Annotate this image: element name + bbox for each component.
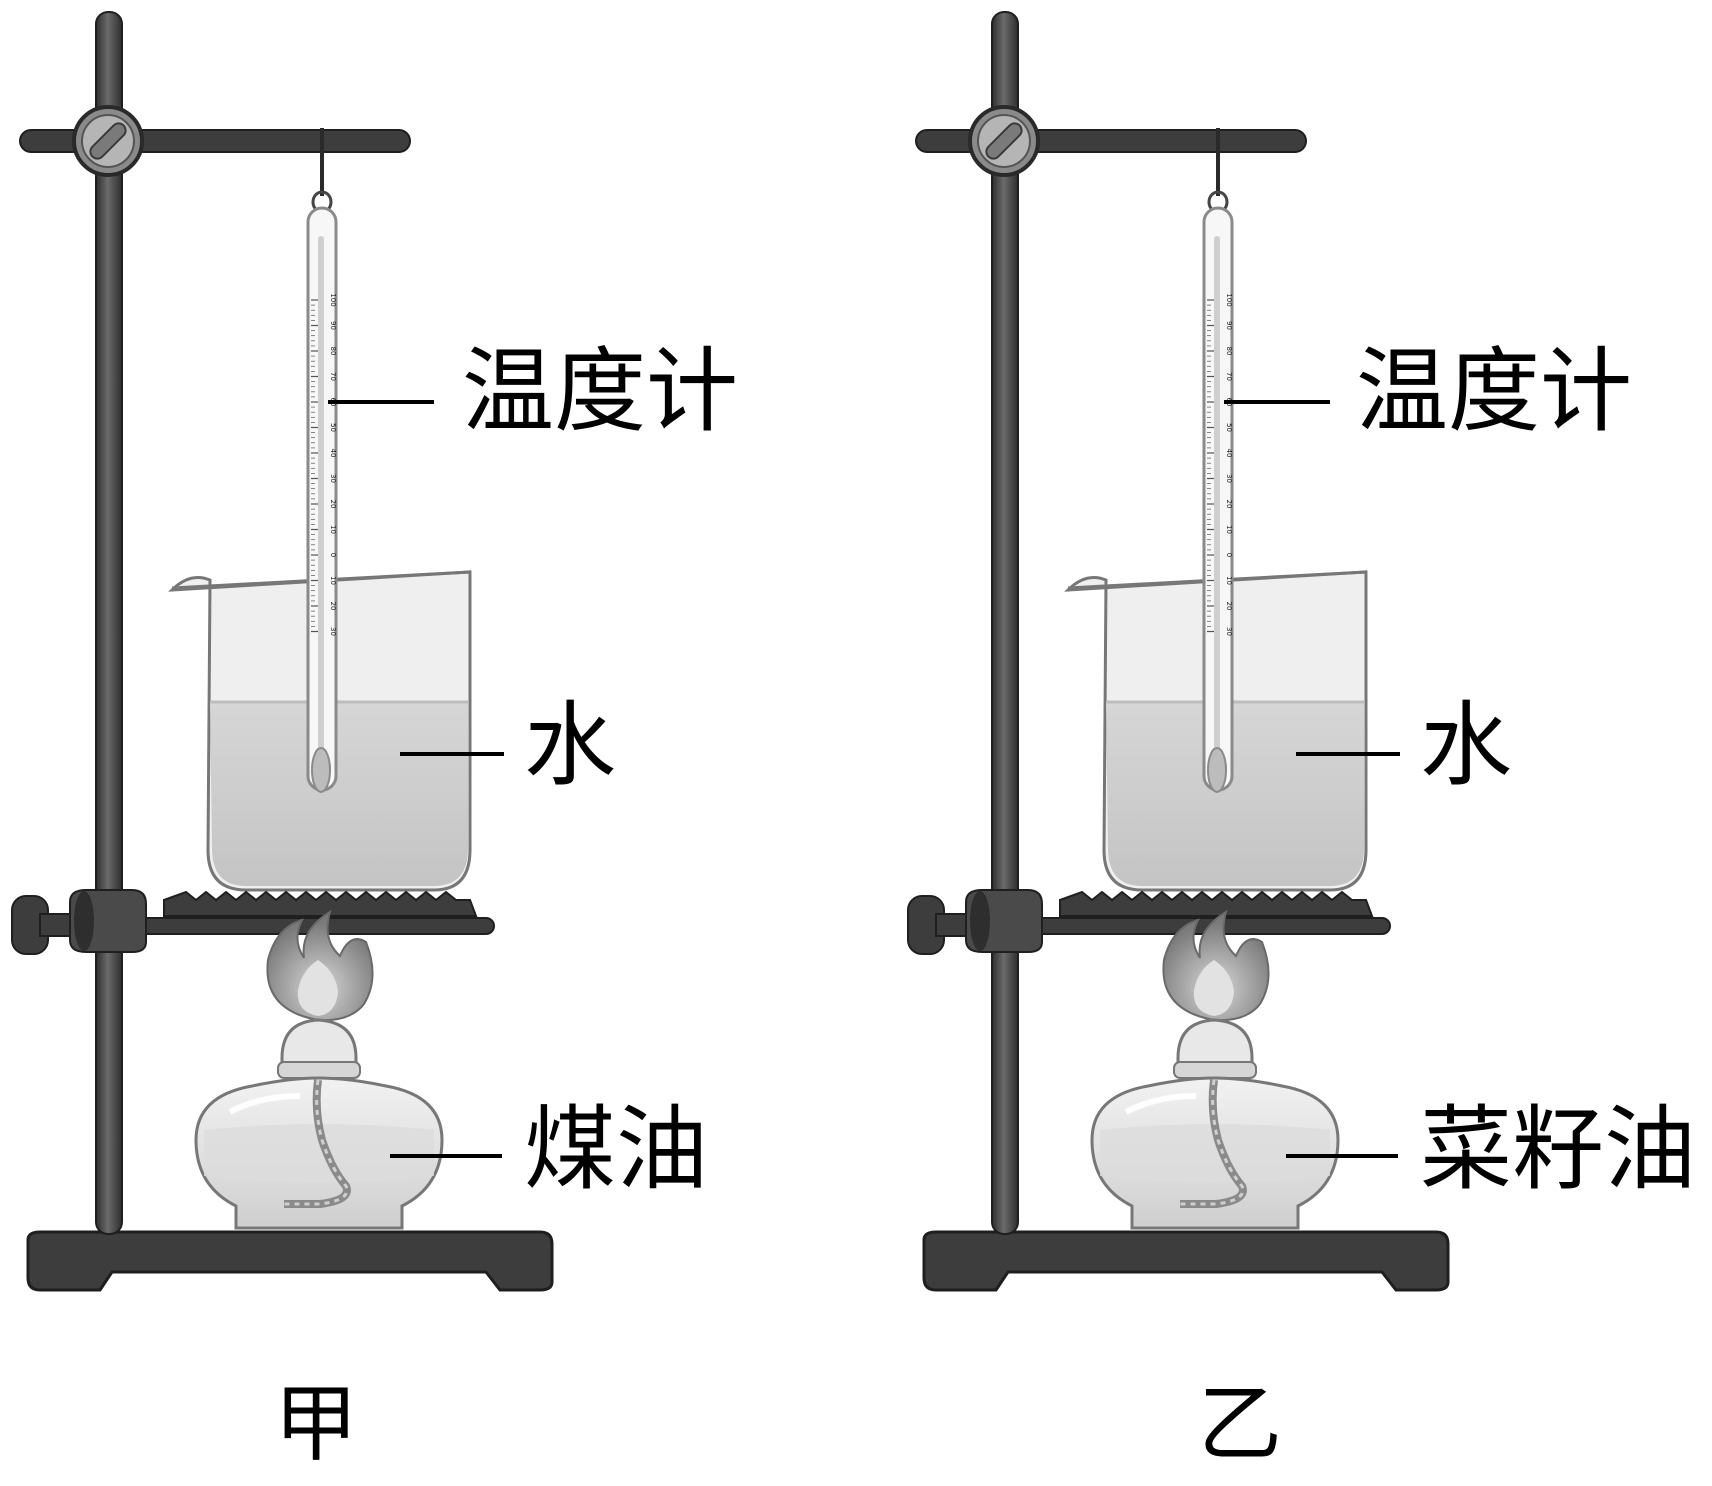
scale-label: 20 <box>329 602 337 611</box>
wire-gauze <box>1059 890 1374 917</box>
caption-jia: 甲 <box>274 1375 359 1473</box>
scale-label: 20 <box>1225 500 1233 509</box>
boss-clamp <box>11 889 147 955</box>
leader-fuel-jia <box>390 1154 502 1158</box>
scale-label: 20 <box>329 500 337 509</box>
leader-fuel-yi <box>1286 1154 1398 1158</box>
scale-label: 30 <box>1225 627 1233 636</box>
water-in-beaker <box>1106 702 1364 886</box>
scale-label: 100 <box>1225 293 1233 306</box>
label-thermometer-yi: 温度计 <box>1356 338 1633 445</box>
label-water-yi: 水 <box>1420 692 1513 799</box>
label-fuel-jia: 煤油 <box>524 1096 709 1203</box>
caption-yi: 乙 <box>1198 1375 1283 1473</box>
water-in-beaker <box>210 702 468 886</box>
scale-label: 0 <box>1225 553 1233 557</box>
thermometer: 1009080706050403020100102030 <box>1202 206 1234 793</box>
leader-water-jia <box>400 752 504 756</box>
scale-label: 30 <box>329 474 337 483</box>
scale-label: 30 <box>329 627 337 636</box>
scale-label: 10 <box>329 525 337 534</box>
scale-label: 80 <box>1225 347 1233 356</box>
scale-label: 50 <box>329 423 337 432</box>
thermometer: 1009080706050403020100102030 <box>306 206 338 793</box>
leader-thermometer-jia <box>328 400 434 404</box>
panel-jia-apparatus: 1009080706050403020100102030 <box>11 11 554 1292</box>
scale-label: 70 <box>329 372 337 381</box>
scale-label: 20 <box>1225 602 1233 611</box>
scale-label: 40 <box>1225 449 1233 458</box>
flame <box>1162 909 1270 1022</box>
scale-label: 10 <box>1225 525 1233 534</box>
scale-label: 10 <box>1225 576 1233 585</box>
wire-gauze <box>163 890 478 917</box>
label-water-jia: 水 <box>524 692 617 799</box>
flame <box>266 909 374 1022</box>
label-thermometer-jia: 温度计 <box>462 338 739 445</box>
boss-clamp <box>907 889 1043 955</box>
scale-label: 70 <box>1225 372 1233 381</box>
scale-label: 80 <box>329 347 337 356</box>
leader-thermometer-yi <box>1224 400 1330 404</box>
scale-label: 100 <box>329 293 337 306</box>
alcohol-lamp <box>1090 1018 1340 1230</box>
scale-label: 90 <box>1225 321 1233 330</box>
leader-water-yi <box>1296 752 1400 756</box>
alcohol-lamp <box>194 1018 444 1230</box>
scale-label: 50 <box>1225 423 1233 432</box>
label-fuel-yi: 菜籽油 <box>1420 1096 1697 1203</box>
stand-base <box>922 1230 1450 1292</box>
panel-yi-apparatus: 1009080706050403020100102030 <box>907 11 1450 1292</box>
stand-rod <box>95 11 123 1235</box>
stand-base <box>26 1230 554 1292</box>
scale-label: 90 <box>329 321 337 330</box>
scale-label: 10 <box>329 576 337 585</box>
stand-rod <box>991 11 1019 1235</box>
scale-label: 40 <box>329 449 337 458</box>
scale-label: 30 <box>1225 474 1233 483</box>
scale-label: 0 <box>329 553 337 557</box>
